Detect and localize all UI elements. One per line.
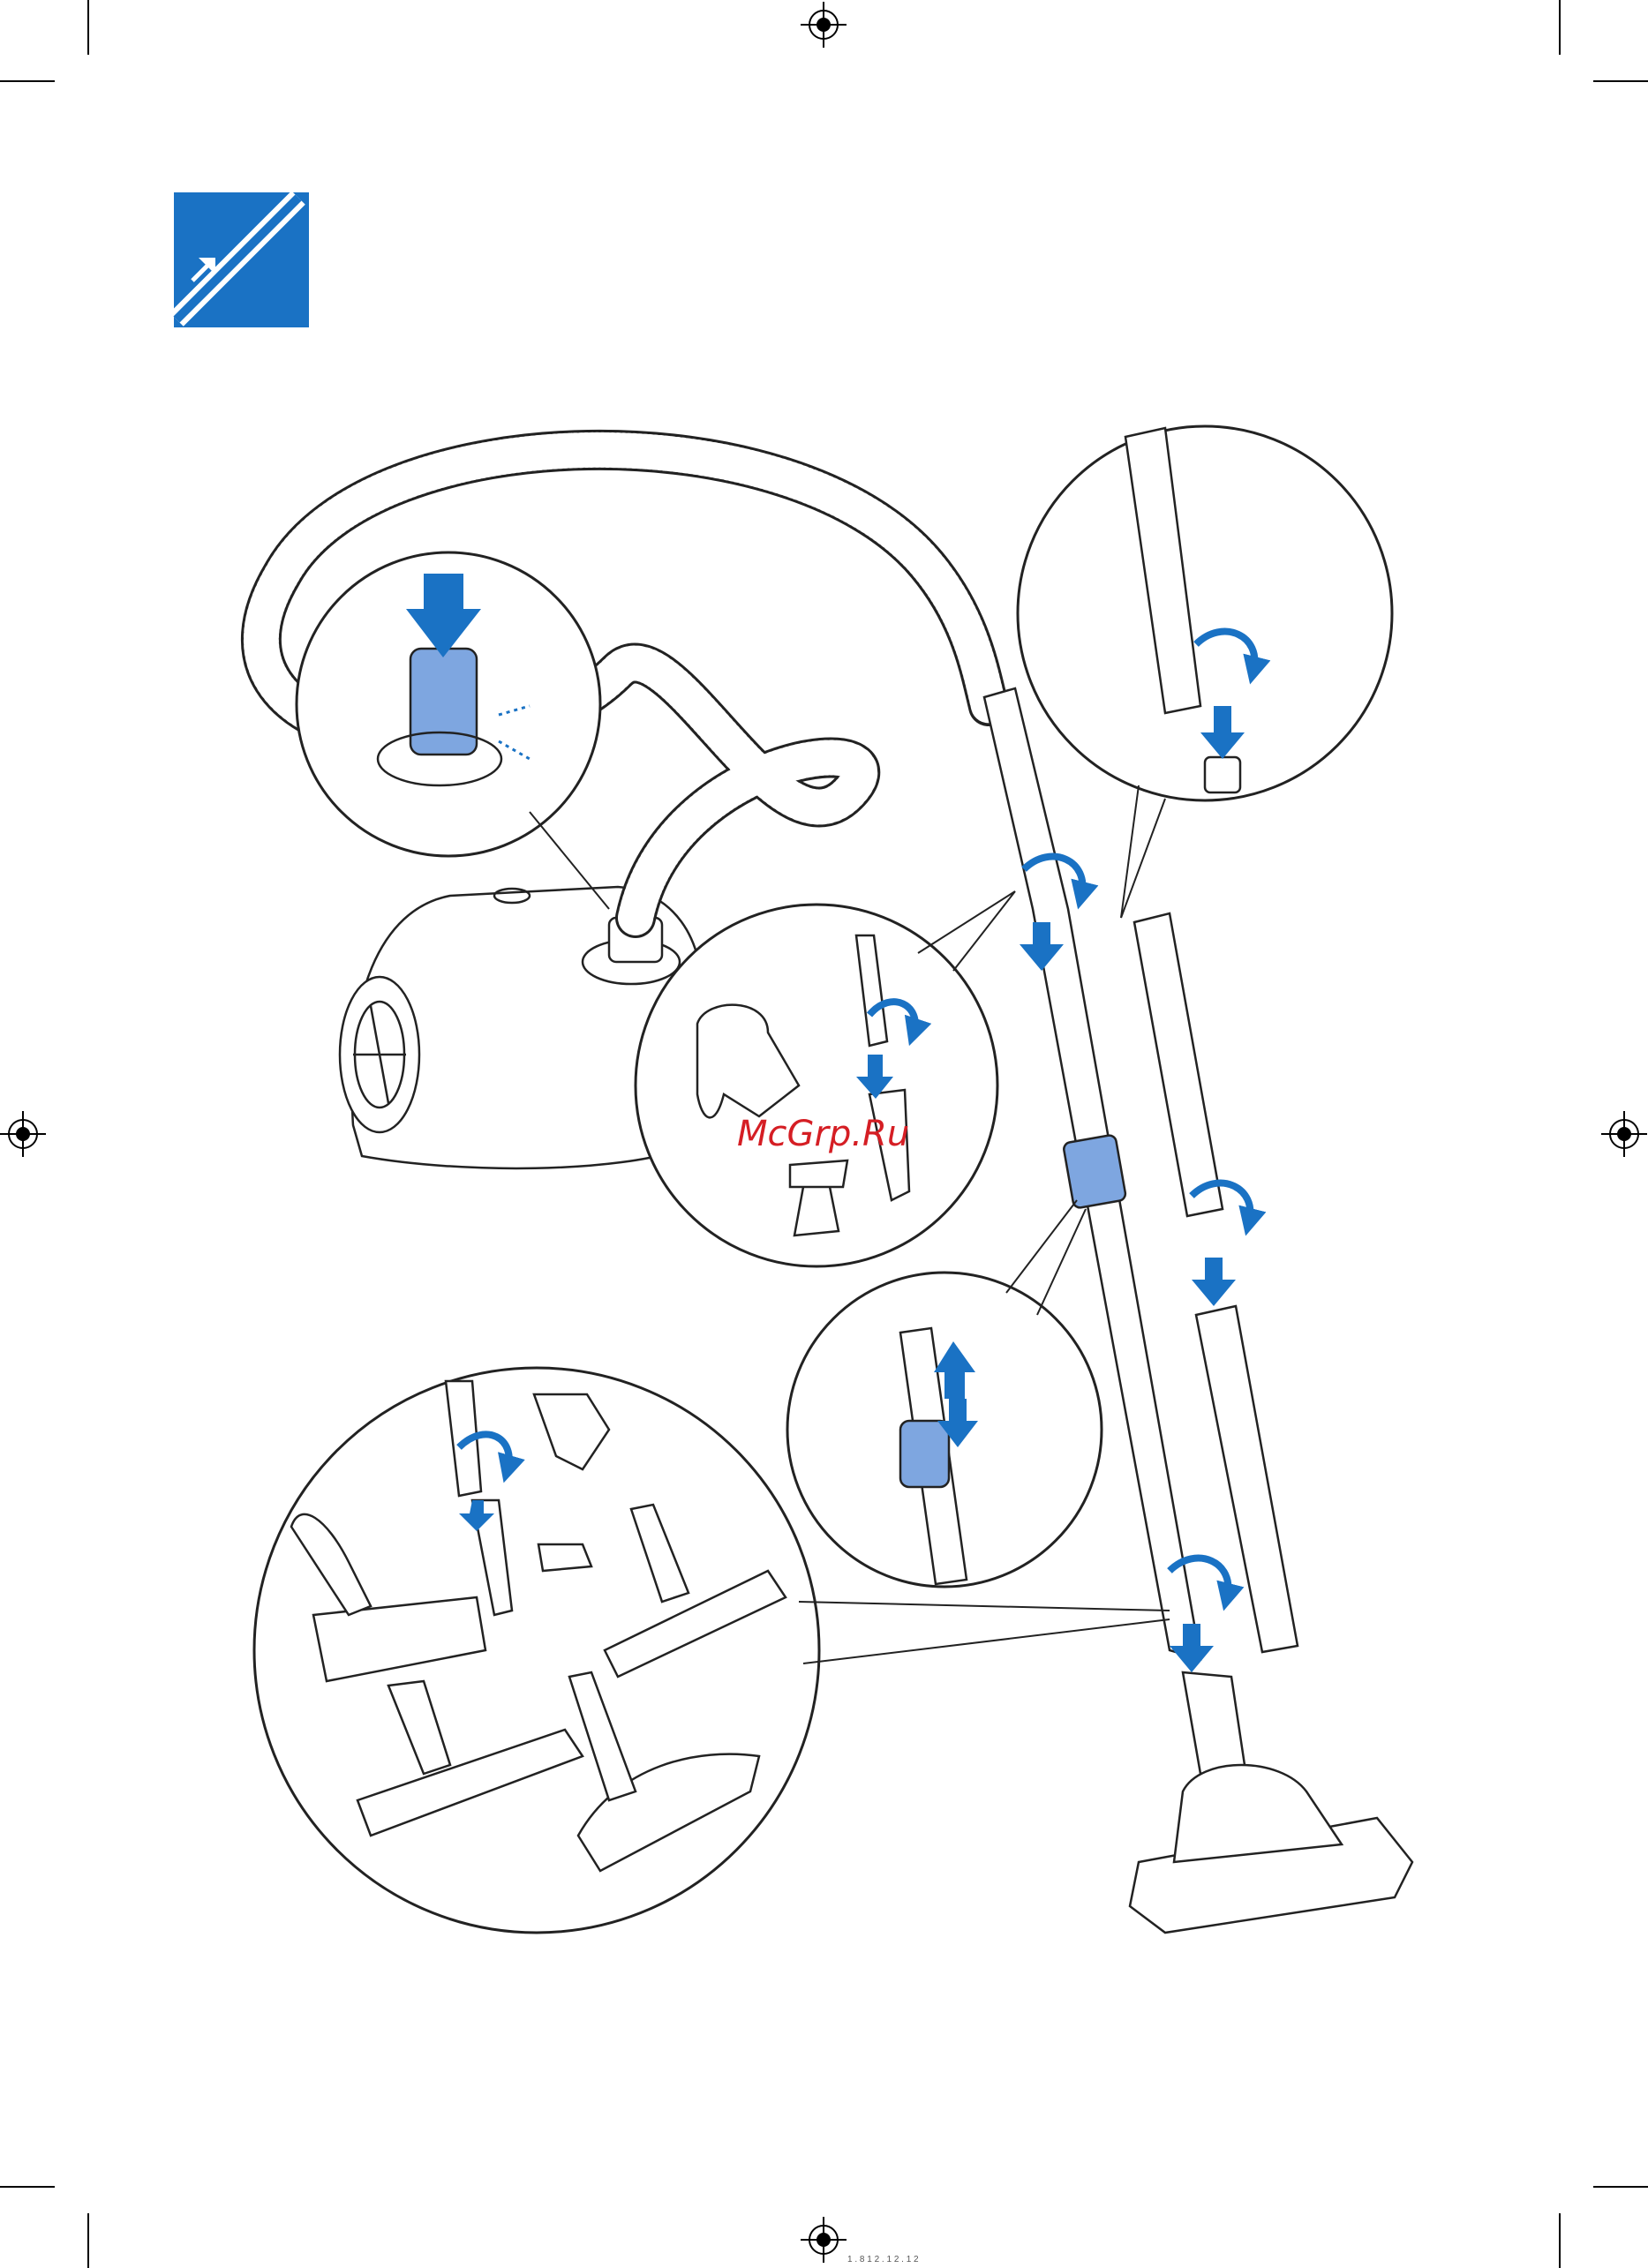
footer-print-code: 1 . 8 1 2 . 1 2 . 1 2 (847, 2255, 919, 2264)
hose-connect-icon (174, 192, 309, 327)
registration-target-right (1601, 1111, 1647, 1157)
registration-target-bottom (801, 2217, 847, 2263)
registration-target-left (0, 1111, 46, 1157)
tube-rotate-detail (1018, 426, 1392, 918)
floor-nozzle (1130, 1672, 1412, 1933)
registration-target-top (801, 2, 847, 48)
watermark-text: McGrp.Ru (737, 1114, 909, 1154)
hose-attach-detail (297, 552, 609, 909)
